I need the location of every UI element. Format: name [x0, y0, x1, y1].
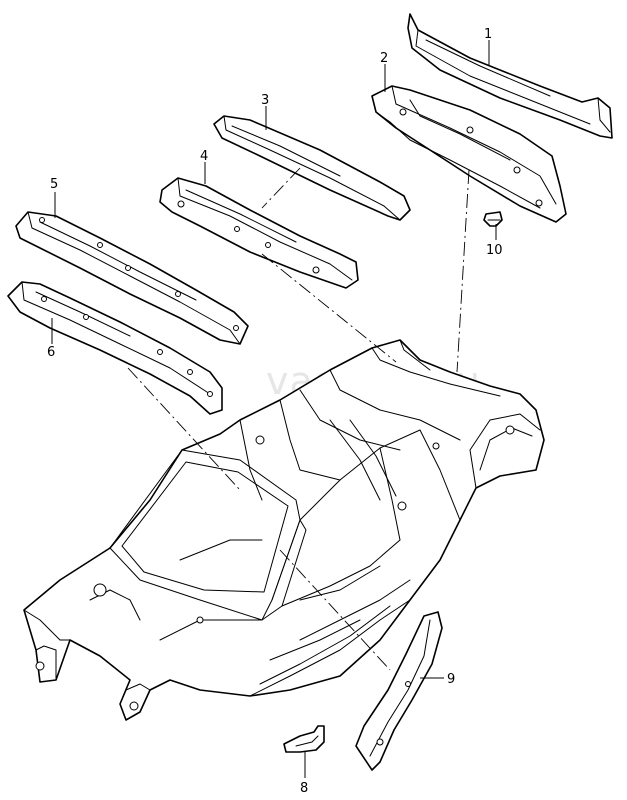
part-1-cowl-panel[interactable]	[407, 13, 613, 139]
hole-marker	[129, 701, 139, 711]
hole-marker	[97, 242, 103, 248]
hole-marker	[312, 266, 320, 274]
hole-marker	[234, 226, 240, 232]
hole-marker	[233, 325, 239, 331]
hole-marker	[177, 200, 185, 208]
callout-labels: 1 2 3 4 5 6 8 9 10	[47, 27, 503, 796]
part-5-side-member[interactable]	[15, 211, 249, 345]
part-9-pillar-panel[interactable]	[355, 611, 443, 771]
body-shell	[23, 339, 545, 721]
hole-marker	[466, 126, 474, 134]
callout-leaders	[51, 40, 497, 778]
hole-marker	[397, 501, 407, 511]
hole-marker	[157, 349, 163, 355]
part-8-bracket[interactable]	[283, 725, 325, 753]
part-4-cross-member[interactable]	[159, 177, 359, 289]
part-3-roof-cross-member[interactable]	[213, 115, 411, 221]
hole-marker	[432, 442, 440, 450]
hole-marker	[399, 108, 407, 116]
hole-marker	[535, 199, 543, 207]
callout-6: 6	[47, 345, 55, 360]
hole-marker	[41, 296, 47, 302]
callout-5: 5	[50, 177, 58, 192]
hole-marker	[93, 583, 107, 597]
hole-marker	[39, 217, 45, 223]
callout-10: 10	[486, 243, 503, 258]
hole-marker	[265, 242, 271, 248]
assembly-guide-lines	[127, 167, 470, 671]
hole-marker	[505, 425, 515, 435]
callout-3: 3	[261, 93, 269, 108]
callout-1: 1	[484, 27, 492, 42]
callout-8: 8	[300, 781, 308, 796]
callout-4: 4	[200, 149, 208, 164]
hole-marker	[125, 265, 131, 271]
part-10-clip[interactable]	[483, 211, 503, 227]
hole-marker	[35, 661, 45, 671]
part-2-bulkhead-member[interactable]	[371, 85, 567, 223]
hole-marker	[376, 738, 384, 746]
hole-marker	[255, 435, 265, 445]
hole-marker	[405, 681, 411, 687]
hole-marker	[207, 391, 213, 397]
hole-marker	[83, 314, 89, 320]
hole-marker	[175, 291, 181, 297]
hole-marker	[513, 166, 521, 174]
hole-marker	[187, 369, 193, 375]
part-6-side-member[interactable]	[7, 281, 223, 415]
callout-2: 2	[380, 51, 388, 66]
hole-marker	[196, 616, 204, 624]
callout-9: 9	[447, 672, 455, 687]
